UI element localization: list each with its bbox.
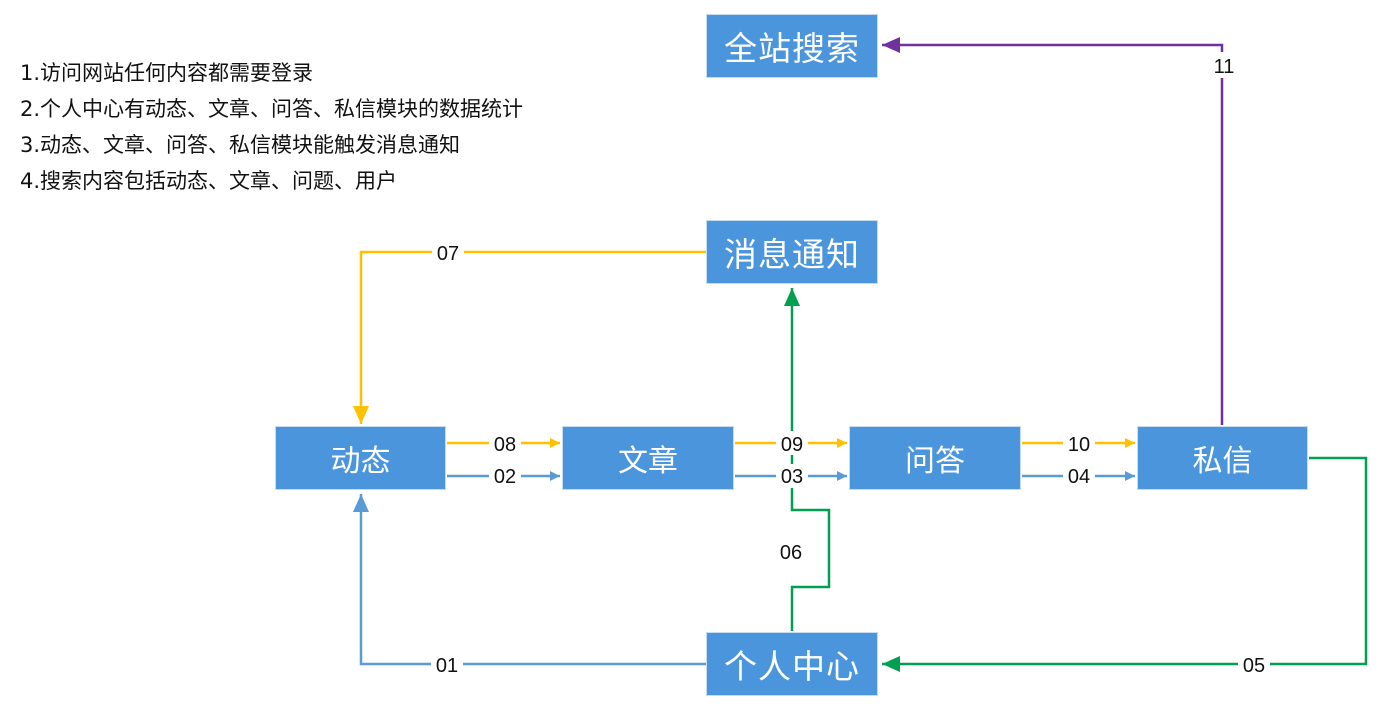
flow-label-02: 02	[494, 466, 516, 488]
flow-line-06	[784, 288, 831, 631]
node-site-search: 全站搜索	[706, 14, 878, 78]
flow-label-11: 11	[1214, 56, 1235, 78]
flow-label-08: 08	[494, 434, 516, 456]
flow-label-09: 09	[781, 434, 803, 456]
flow-label-05: 05	[1243, 655, 1265, 677]
note-2: 2.个人中心有动态、文章、问答、私信模块的数据统计	[20, 97, 524, 121]
flow-label-04: 04	[1068, 466, 1090, 488]
flow-label-06: 06	[780, 542, 802, 564]
flow-line-05	[882, 456, 1368, 672]
flow-line-01	[353, 494, 706, 666]
node-dynamic: 动态	[275, 426, 446, 490]
node-notification: 消息通知	[706, 220, 878, 284]
flow-label-03: 03	[781, 466, 803, 488]
note-4: 4.搜索内容包括动态、文章、问题、用户	[20, 169, 398, 193]
node-article: 文章	[562, 426, 734, 490]
note-3: 3.动态、文章、问答、私信模块能触发消息通知	[20, 133, 461, 157]
node-private-message: 私信	[1137, 426, 1308, 490]
flow-label-07: 07	[437, 243, 459, 265]
flow-line-07	[353, 250, 706, 424]
flow-label-10: 10	[1068, 434, 1090, 456]
requirements-notes: 1.访问网站任何内容都需要登录 2.个人中心有动态、文章、问答、私信模块的数据统…	[20, 55, 700, 199]
flow-line-11	[882, 37, 1224, 425]
node-qa: 问答	[849, 426, 1021, 490]
flow-label-01: 01	[436, 655, 458, 677]
node-personal-center: 个人中心	[706, 632, 878, 696]
note-1: 1.访问网站任何内容都需要登录	[20, 61, 314, 85]
